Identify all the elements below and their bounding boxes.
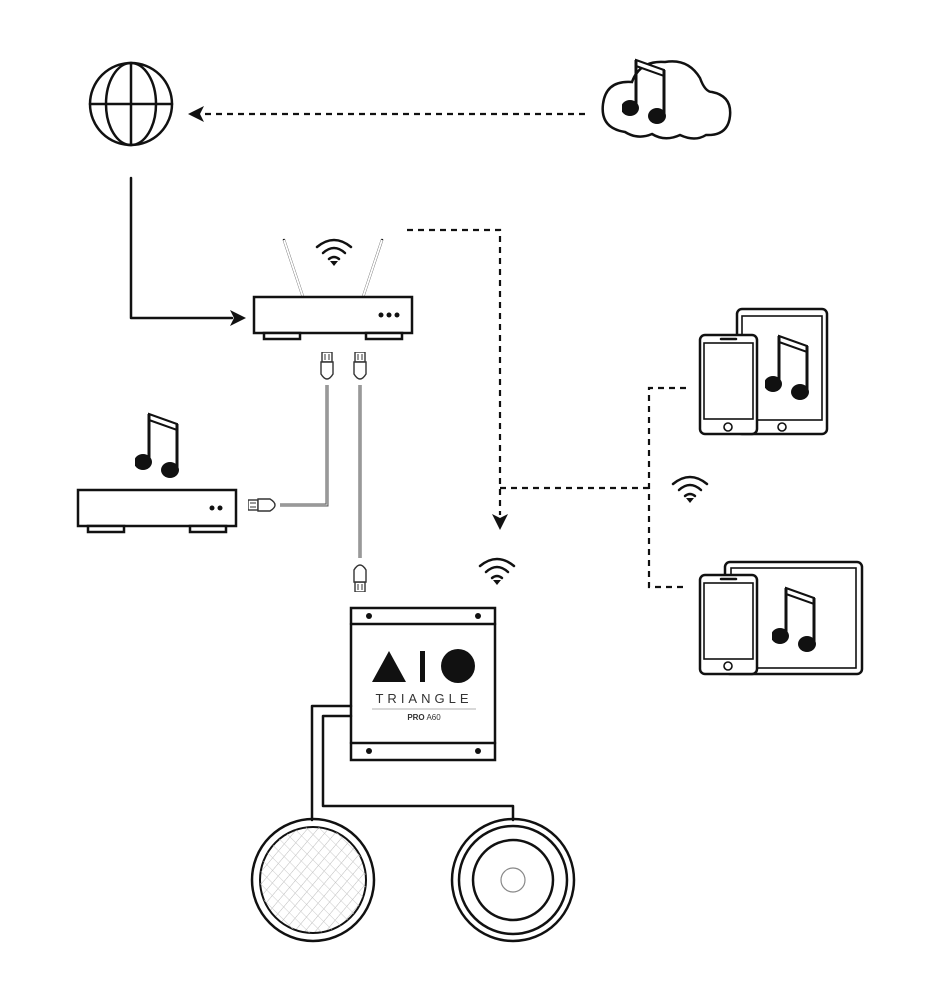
- globe-icon: [88, 61, 174, 147]
- cloud-music-icon: [601, 58, 732, 140]
- ethernet-plug-icon: [353, 352, 367, 380]
- router-icon: [252, 238, 414, 341]
- speaker-driver-icon: [450, 817, 576, 943]
- internet-to-router-link: [129, 176, 246, 326]
- ethernet-plug-icon: [248, 498, 276, 512]
- ethernet-cable-amplifier: [353, 352, 367, 592]
- phone-and-landscape-tablet-icon: [698, 560, 864, 676]
- media-server-icon: [76, 488, 238, 534]
- ethernet-plug-icon: [353, 564, 367, 592]
- ethernet-plug-icon: [320, 352, 334, 380]
- devices-to-amplifier-wifi-link: [500, 386, 686, 589]
- phone-and-tablet-icon: [698, 307, 829, 436]
- amplifier-device: TRIANGLE PRO A60: [349, 606, 497, 762]
- ethernet-cable-server: [248, 352, 334, 512]
- media-server-note-icon: [135, 412, 181, 478]
- logo-bar: [420, 651, 425, 682]
- devices-wifi-icon: [671, 475, 709, 503]
- cloud-to-internet-link: [188, 106, 585, 122]
- logo-triangle: [372, 651, 406, 682]
- amplifier-brand: TRIANGLE: [375, 691, 472, 706]
- router-to-amplifier-wifi-link: [407, 228, 508, 530]
- amplifier-model: PRO A60: [407, 713, 441, 722]
- router-wifi-icon: [315, 238, 353, 266]
- amplifier-wifi-icon: [478, 557, 516, 585]
- logo-circle: [441, 649, 475, 683]
- speaker-wires: [310, 704, 515, 822]
- speaker-grille-icon: [250, 817, 376, 943]
